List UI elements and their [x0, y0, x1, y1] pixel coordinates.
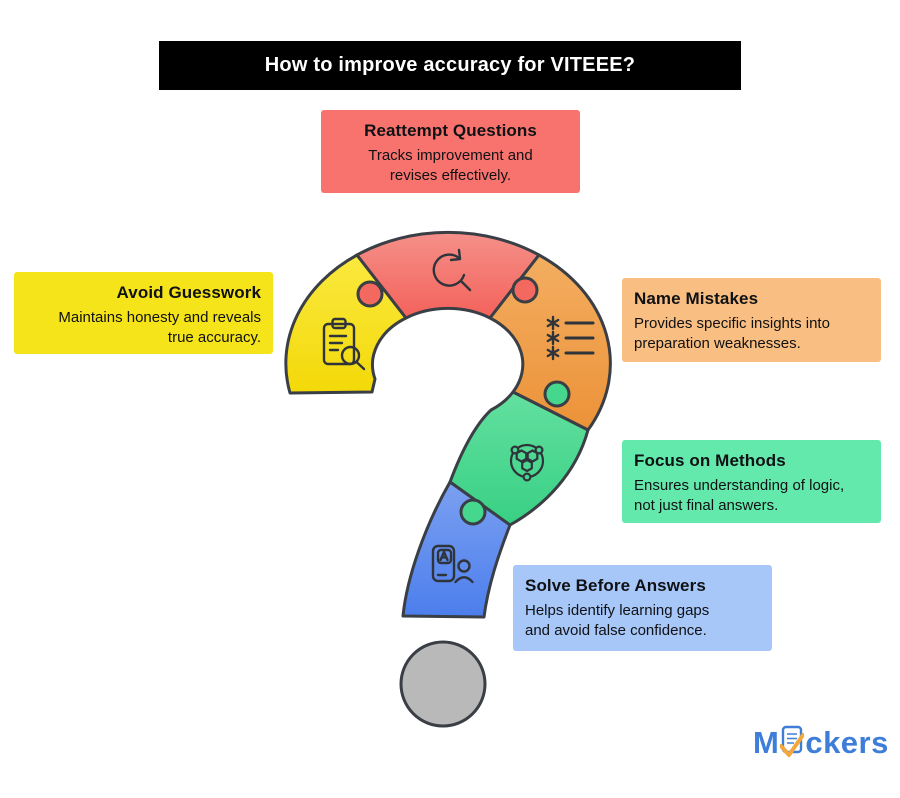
- puzzle-knob-green-into-orange: [543, 380, 571, 408]
- refresh-search-icon: [432, 248, 472, 292]
- mockers-logo: M ckers: [753, 722, 889, 764]
- callout-body-line: Provides specific insights into: [634, 315, 830, 332]
- callout-reattempt-questions: Reattempt Questions Tracks improvement a…: [321, 110, 580, 193]
- callout-avoid-guesswork: Avoid Guesswork Maintains honesty and re…: [14, 272, 273, 354]
- callout-heading: Reattempt Questions: [364, 121, 537, 140]
- callout-body-line: Tracks improvement and: [368, 147, 533, 164]
- callout-heading: Solve Before Answers: [525, 576, 706, 595]
- callout-heading: Name Mistakes: [634, 289, 759, 308]
- callout-focus-on-methods: Focus on Methods Ensures understanding o…: [622, 440, 881, 523]
- callout-body-line: revises effectively.: [389, 166, 512, 184]
- puzzle-piece-green: [448, 390, 590, 527]
- puzzle-knob-green-into-blue: [459, 498, 487, 526]
- question-mark-puzzle: [280, 226, 620, 731]
- callout-body-line: and avoid false confidence.: [525, 621, 707, 639]
- callout-body-line: Maintains honesty and reveals: [58, 309, 261, 326]
- page-title-text: How to improve accuracy for VITEEE?: [264, 54, 636, 76]
- logo-text-prefix: M: [753, 725, 780, 760]
- callout-body-line: Helps identify learning gaps: [525, 602, 710, 619]
- molecule-icon: [509, 443, 545, 482]
- callout-body-line: Ensures understanding of logic,: [634, 477, 845, 494]
- callout-solve-before-answers: Solve Before Answers Helps identify lear…: [513, 565, 772, 651]
- puzzle-knob-red-into-orange: [511, 276, 539, 304]
- asterisk-list-icon: [546, 315, 595, 361]
- question-mark-puzzle-svg: [284, 230, 612, 728]
- clipboard-search-icon: [322, 317, 366, 371]
- question-mark-dot: [399, 640, 487, 728]
- puzzle-piece-red: [355, 230, 541, 320]
- callout-name-mistakes: Name Mistakes Provides specific insights…: [622, 278, 881, 362]
- logo-document-check-icon: [779, 725, 806, 767]
- callout-body-line: true accuracy.: [167, 328, 261, 346]
- page-title: How to improve accuracy for VITEEE?: [159, 41, 741, 90]
- logo-text-suffix: ckers: [805, 725, 889, 760]
- callout-heading: Focus on Methods: [634, 451, 786, 470]
- callout-body-line: not just final answers.: [634, 496, 779, 514]
- id-card-person-icon: [431, 544, 474, 584]
- puzzle-knob-red-into-yellow: [356, 280, 384, 308]
- callout-heading: Avoid Guesswork: [116, 283, 261, 302]
- callout-body-line: preparation weaknesses.: [634, 334, 801, 352]
